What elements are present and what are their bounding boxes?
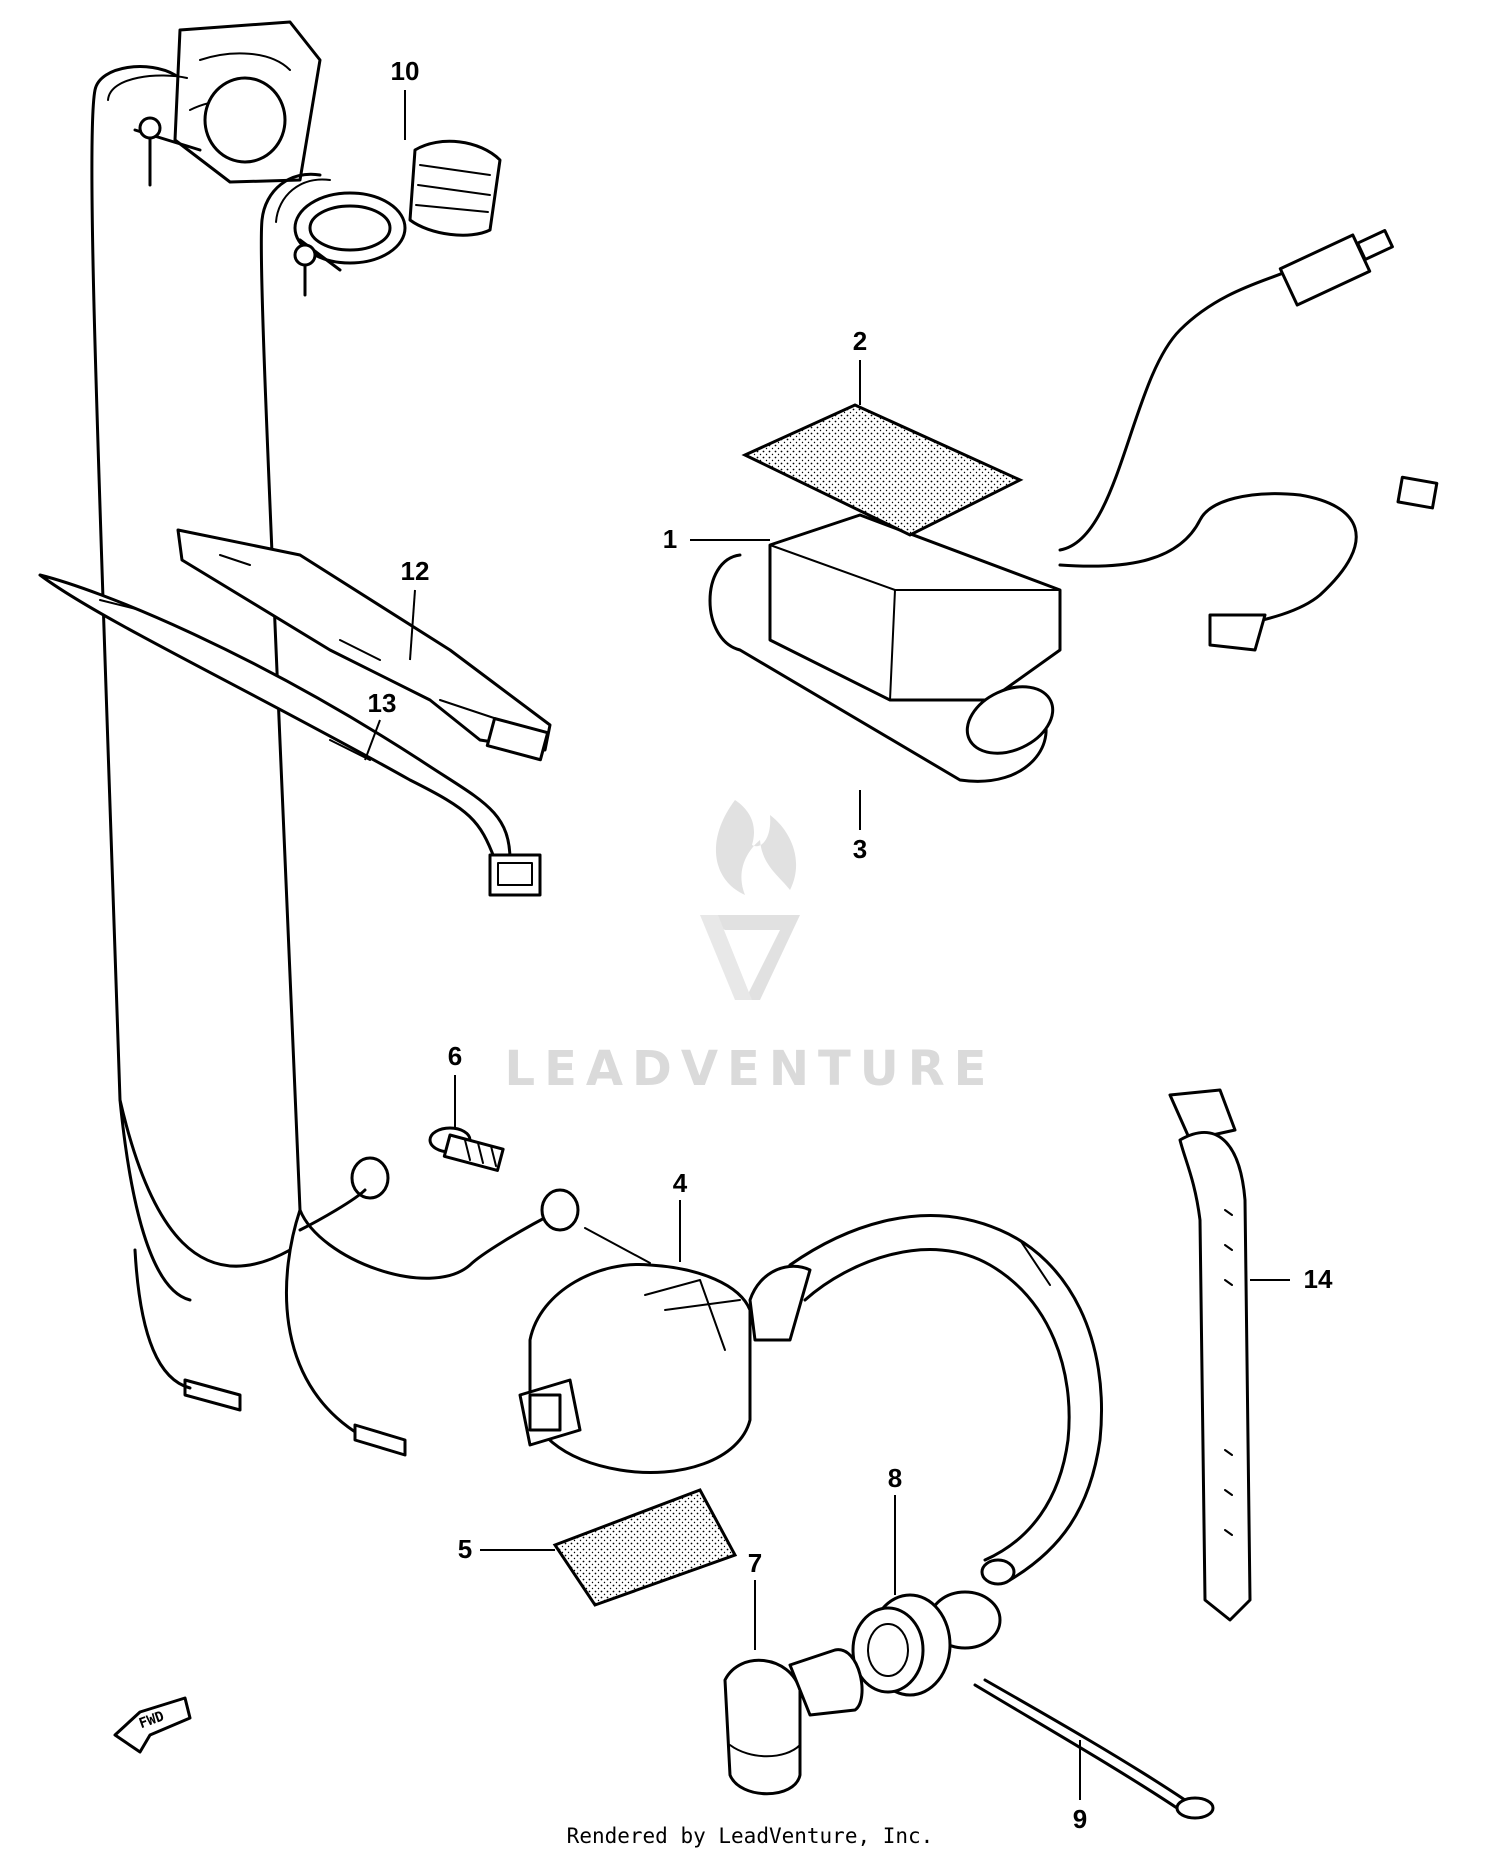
part-switch-left xyxy=(90,20,322,1102)
part-2-pad xyxy=(741,403,1024,537)
wire-leads xyxy=(118,1098,651,1457)
callout-4: 4 xyxy=(673,1168,688,1198)
part-1-cdi-unit xyxy=(708,229,1439,783)
fwd-arrow: FWD xyxy=(113,1696,192,1754)
part-8-seal xyxy=(851,1590,1002,1697)
leadventure-watermark: LEADVENTURE xyxy=(505,800,996,1097)
part-9-cable-tie xyxy=(973,1678,1215,1820)
callout-5: 5 xyxy=(458,1534,472,1564)
callout-3: 3 xyxy=(853,834,867,864)
part-14-strap xyxy=(1168,1088,1252,1622)
watermark-text: LEADVENTURE xyxy=(505,1041,996,1097)
part-6-bolt xyxy=(428,1126,505,1172)
part-4-ignition-coil xyxy=(518,1214,1103,1586)
footer-credit: Rendered by LeadVenture, Inc. xyxy=(566,1824,934,1848)
callout-14: 14 xyxy=(1304,1264,1333,1294)
callout-labels: 1 2 3 4 5 6 7 8 9 10 12 13 14 xyxy=(368,56,1333,1834)
part-13-harness xyxy=(38,573,542,897)
callout-2: 2 xyxy=(853,326,867,356)
callout-8: 8 xyxy=(888,1463,902,1493)
callout-1: 1 xyxy=(663,524,677,554)
callout-9: 9 xyxy=(1073,1804,1087,1834)
callout-13: 13 xyxy=(368,688,397,718)
part-12-strap xyxy=(176,528,552,762)
callout-10: 10 xyxy=(391,56,420,86)
leader-lines xyxy=(364,90,1290,1800)
part-7-plug-cap xyxy=(723,1648,864,1796)
part-kill-switch xyxy=(259,139,502,1212)
callout-6: 6 xyxy=(448,1041,462,1071)
callout-7: 7 xyxy=(748,1548,762,1578)
part-5-pad xyxy=(552,1488,738,1607)
callout-12: 12 xyxy=(401,556,430,586)
